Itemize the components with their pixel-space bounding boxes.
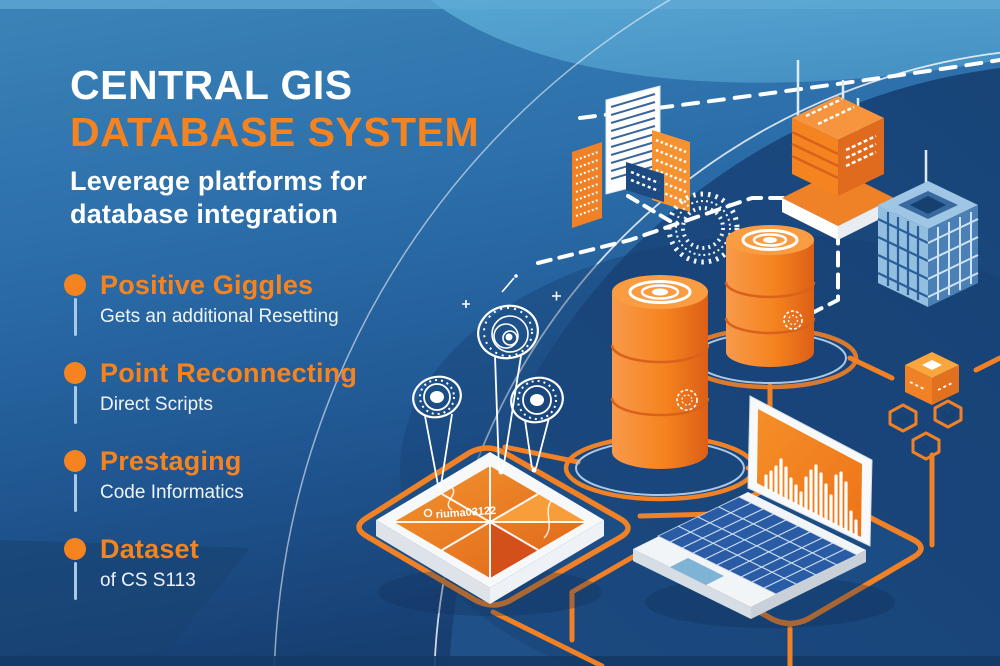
bullet-pin-icon [64, 538, 86, 600]
database-cylinder-icon [724, 225, 816, 367]
title-block: CENTRAL GIS DATABASE SYSTEM Leverage pla… [70, 62, 479, 231]
corner-shade [0, 540, 250, 666]
code-chip-icon [626, 162, 664, 202]
cube-glyph: BΘ [896, 414, 910, 424]
feature-description: of CS S113 [100, 570, 196, 591]
data-cube-cluster-icon: BΘ AΔ O· [888, 352, 963, 461]
bottom-strip [0, 656, 1000, 666]
bullet-pin-icon [64, 362, 86, 424]
feature-item-1: Positive Giggles Gets an additional Rese… [64, 270, 424, 336]
document-sheet-icon [572, 85, 690, 228]
subtitle-line2: database integration [70, 199, 339, 229]
stamp-orbit-icon [666, 191, 740, 265]
feature-item-3: Prestaging Code Informatics [64, 446, 424, 512]
map-tablet-icon: riuma03122 [356, 445, 631, 616]
feature-description: Direct Scripts [100, 394, 213, 415]
feature-title: Point Reconnecting [100, 358, 358, 388]
office-building-icon [877, 150, 979, 307]
map-label: riuma03122 [435, 505, 496, 521]
sky-band [430, 0, 1000, 83]
page-subtitle: Leverage platforms for database integrat… [70, 165, 479, 231]
feature-item-4: Dataset of CS S113 [64, 534, 424, 600]
database-cylinder-icon [610, 275, 710, 469]
cube-glyph: AΔ [942, 410, 955, 420]
feature-description: Code Informatics [100, 482, 244, 503]
laptop-bar-chart-icon [633, 395, 924, 628]
spreadsheet-grid-icon [572, 142, 602, 228]
subtitle-line1: Leverage platforms for [70, 166, 367, 196]
bullet-pin-icon [64, 274, 86, 336]
feature-title: Prestaging [100, 446, 242, 476]
bullet-pin-icon [64, 450, 86, 512]
page-title-line1: CENTRAL GIS [70, 62, 353, 108]
location-pin-sketch-icon [412, 274, 564, 490]
feature-item-2: Point Reconnecting Direct Scripts [64, 358, 424, 424]
feature-description: Gets an additional Resetting [100, 306, 339, 327]
top-strip [0, 0, 1000, 9]
cube-glyph: O· [921, 442, 931, 452]
page-title-line2: DATABASE SYSTEM [70, 109, 480, 155]
feature-title: Positive Giggles [100, 270, 314, 300]
feature-title: Dataset [100, 534, 199, 564]
